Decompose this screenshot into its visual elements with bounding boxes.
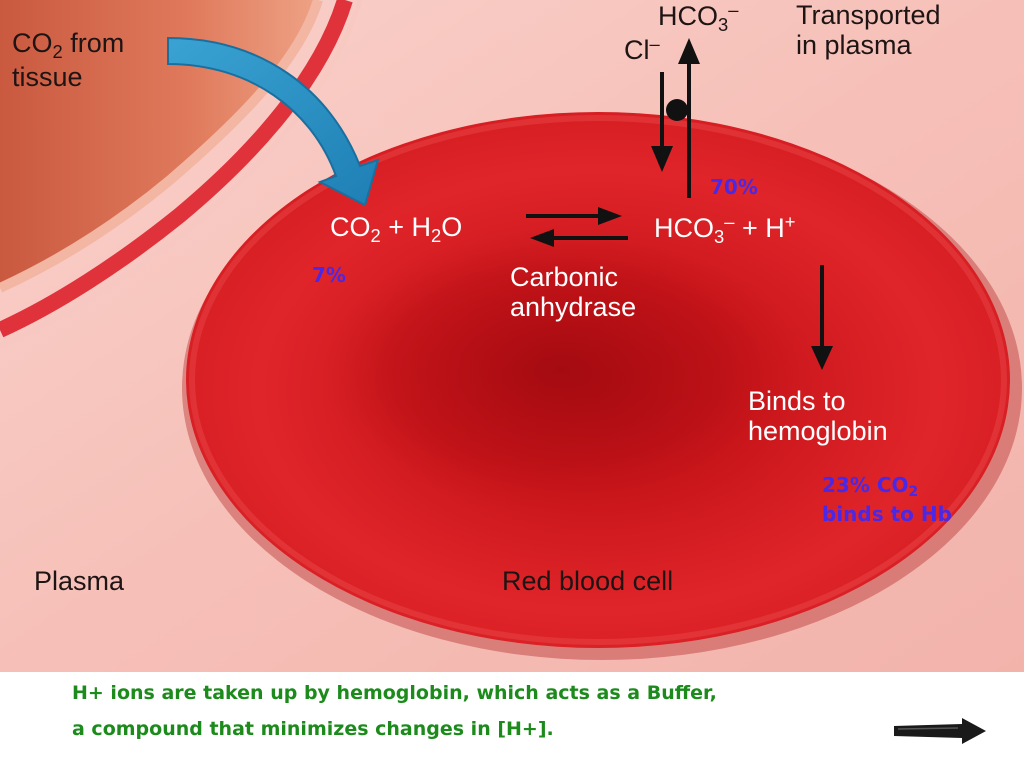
products-label: HCO3– + H+ [654,211,796,248]
diagram-stage: CO2 from tissue HCO3– Cl– Transported in… [0,0,1024,672]
caption-line-2: a compound that minimizes changes in [H+… [72,718,554,740]
red-blood-cell-shape [182,112,1022,660]
diagram-artwork [0,0,1024,672]
binds-to-hemoglobin-label: Binds to hemoglobin [748,386,888,447]
chloride-ion-label: Cl– [624,33,660,66]
carbonic-anhydrase-label: Carbonic anhydrase [510,262,637,323]
reactants-label: CO2 + H2O [330,212,463,246]
dissolved-co2-percent: 7% [312,263,346,287]
plasma-label: Plasma [34,566,125,596]
red-blood-cell-label: Red blood cell [502,566,674,596]
hemoglobin-bound-percent: 23% CO2 binds to Hb [822,473,952,527]
co2-from-tissue-label: CO2 from tissue [12,28,125,93]
caption-line-1: H+ ions are taken up by hemoglobin, whic… [72,682,717,704]
transported-in-plasma-label: Transported in plasma [796,0,941,61]
caption-panel: H+ ions are taken up by hemoglobin, whic… [0,672,1024,768]
bicarbonate-percent: 70% [710,175,758,199]
bicarbonate-plasma-label: HCO3– [658,0,739,36]
equilibrium-arrows [526,207,628,247]
right-arrow-icon[interactable] [892,716,988,746]
h-to-hemoglobin-arrow [811,265,833,370]
chloride-shift-arrows [651,38,700,198]
co2-inflow-arrow [167,36,380,207]
